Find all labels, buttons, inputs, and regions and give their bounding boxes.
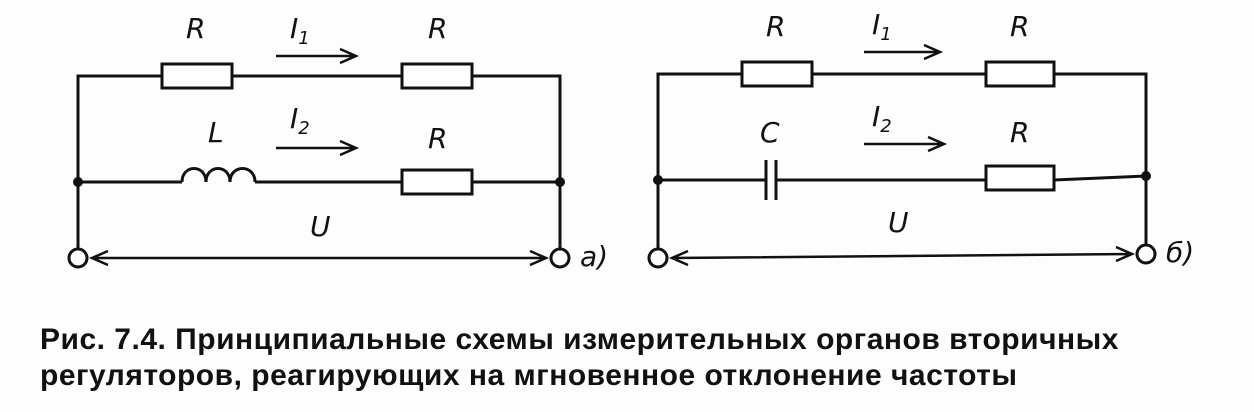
circuit-a-label-l: L — [208, 116, 224, 149]
circuit-b-resistor-bottom — [984, 164, 1056, 192]
circuit-a-terminal-right — [549, 247, 571, 269]
figure-caption-line-1: Рис. 7.4. Принципиальные схемы измерител… — [40, 323, 1119, 356]
circuit-b-terminal-right — [1135, 243, 1157, 265]
circuit-diagrams: R R I1 L I2 R U a) — [67, 8, 1194, 273]
circuit-a-voltage-arrow — [88, 249, 550, 267]
circuit-a-side-wires — [76, 182, 562, 248]
circuit-b-capacitor — [764, 160, 778, 200]
circuit-b-node-right — [1141, 171, 1151, 181]
circuit-b-label-r-top-right: R — [1010, 10, 1029, 43]
circuit-b-node-left — [653, 175, 663, 185]
circuit-b-marker: б) — [1166, 236, 1194, 269]
circuit-a-resistor-bottom — [400, 168, 474, 196]
circuit-a-label-u: U — [310, 210, 331, 243]
circuit-b-middle-wire — [658, 174, 1147, 182]
circuit-a-label-r-top-left: R — [186, 12, 205, 45]
circuit-a-marker: a) — [580, 240, 608, 273]
circuit-b-terminal-left — [647, 247, 669, 269]
circuit-b-label-r-top-left: R — [766, 10, 785, 43]
circuit-b-resistor-top-right — [984, 60, 1056, 88]
circuit-b-label-i1: I1 — [872, 8, 892, 45]
figure-caption: Рис. 7.4. Принципиальные схемы измерител… — [40, 322, 1220, 394]
circuit-b-current1-arrow — [864, 43, 944, 61]
circuit-b-resistor-top-left — [740, 60, 814, 88]
circuit-a-node-left — [73, 177, 83, 187]
circuit-a-top-wire — [76, 74, 562, 182]
circuit-b-voltage-arrow — [668, 245, 1136, 267]
circuit-b-label-i1-subscript: 1 — [880, 24, 891, 45]
circuit-b-label-i2-subscript: 2 — [880, 116, 891, 137]
circuit-b-label-u: U — [888, 206, 909, 239]
circuit-b-label-r-bottom: R — [1010, 116, 1029, 149]
circuit-a-current1-arrow — [276, 47, 360, 65]
circuit-a-label-r-bottom: R — [428, 122, 447, 155]
circuit-a-resistor-top-right — [400, 62, 474, 90]
circuit-a-label-i2-subscript: 2 — [298, 118, 309, 139]
circuit-b-side-wires — [656, 176, 1148, 248]
circuit-b-current2-arrow — [864, 135, 948, 153]
circuit-a-inductor — [180, 167, 257, 183]
circuit-a-label-r-top-right: R — [428, 12, 447, 45]
circuit-a-node-right — [555, 177, 565, 187]
circuit-a-label-i1: I1 — [290, 12, 310, 49]
circuit-a-label-i1-symbol: I — [290, 12, 298, 45]
circuit-b-top-wire — [656, 72, 1148, 180]
circuit-a-current2-arrow — [276, 139, 360, 157]
circuit-b-label-i1-symbol: I — [872, 8, 880, 41]
circuit-a: R R I1 L I2 R U a) — [67, 12, 608, 273]
figure-caption-line-2: регуляторов, реагирующих на мгновенное о… — [40, 359, 1018, 392]
circuit-b-label-c: C — [760, 116, 780, 149]
circuit-a-resistor-top-left — [160, 62, 234, 90]
circuit-a-label-i1-subscript: 1 — [298, 28, 309, 49]
circuit-b-label-i2: I2 — [872, 100, 892, 137]
circuit-a-terminal-left — [67, 247, 89, 269]
circuit-a-label-i2-symbol: I — [290, 102, 298, 135]
circuit-a-label-i2: I2 — [290, 102, 310, 139]
circuit-b: R R I1 C I2 R U б) — [647, 8, 1194, 269]
circuit-b-label-i2-symbol: I — [872, 100, 880, 133]
